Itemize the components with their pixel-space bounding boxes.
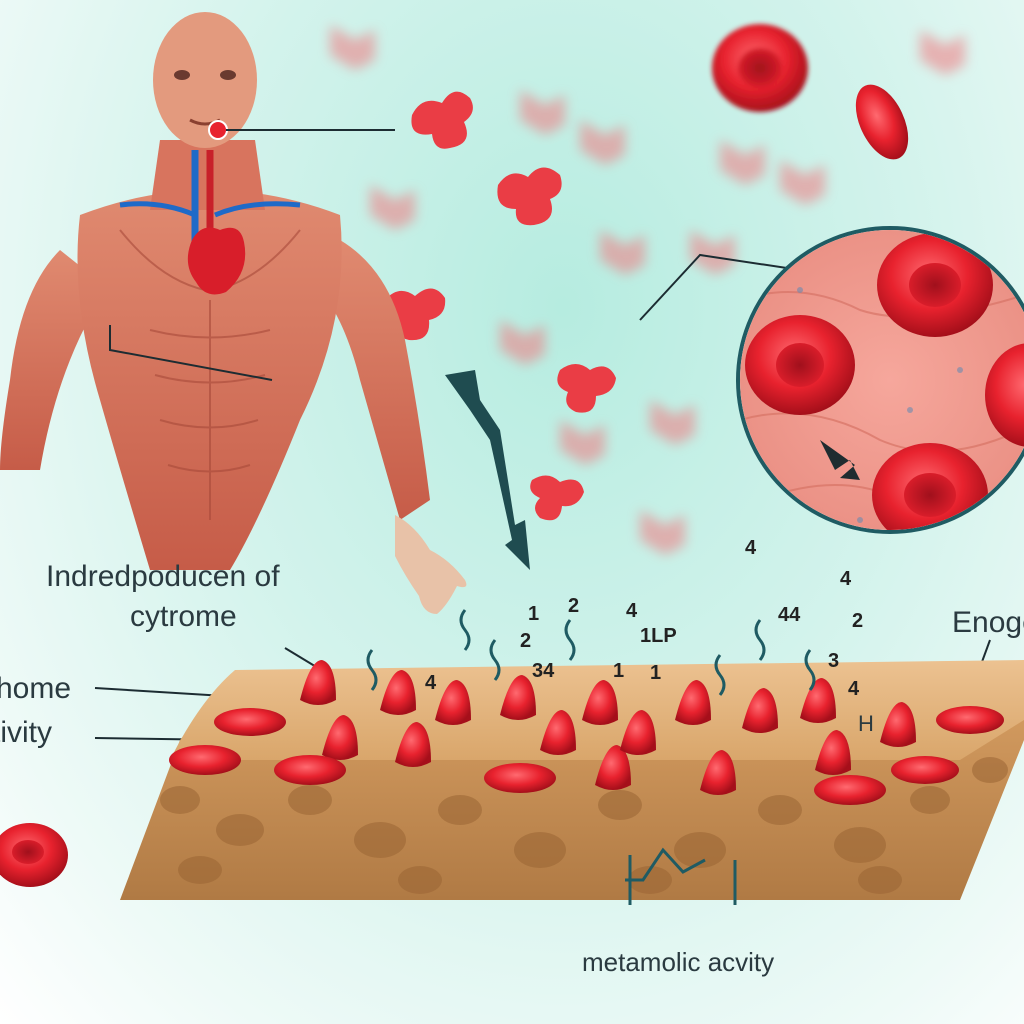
downward-arrow — [445, 370, 530, 570]
number-label: 1 — [650, 662, 662, 684]
number-label: 4 — [848, 678, 860, 700]
surface-discs — [169, 706, 1004, 805]
number-label: 2 — [520, 630, 532, 652]
floating-rbc-side — [855, 84, 909, 160]
floating-rbc-large — [712, 24, 808, 112]
human-anatomy-figure — [0, 12, 467, 614]
label-small-h: H — [858, 711, 874, 736]
label-left-mid-line2: tivity — [0, 716, 52, 749]
tissue-block — [120, 609, 1024, 905]
number-label: 4 — [840, 568, 852, 590]
number-label: 44 — [778, 604, 801, 626]
surface-cells — [300, 660, 916, 795]
floating-rbc-bottom — [0, 823, 68, 887]
background-cells — [330, 25, 965, 555]
zoom-magnifier — [736, 226, 1024, 534]
number-label: 3 — [828, 650, 840, 672]
number-label: 1 — [613, 660, 625, 682]
signal-squiggles — [366, 609, 816, 905]
label-left-top-line1: Indredpoducen of — [46, 560, 280, 593]
number-label: 4 — [425, 672, 437, 694]
annotation-lines — [94, 129, 991, 741]
number-label: 34 — [532, 660, 555, 682]
label-right-top: Enoge — [952, 606, 1024, 639]
label-left-top-line2: cytrome — [130, 600, 237, 633]
number-label: 2 — [568, 595, 580, 617]
number-label: 4 — [626, 600, 638, 622]
number-label: 4 — [745, 537, 757, 559]
platelet-clusters — [383, 91, 616, 521]
number-label: 1 — [528, 603, 540, 625]
label-left-mid-line1: rhome — [0, 672, 72, 705]
label-bottom: metamolic acvity — [582, 947, 775, 977]
number-label: 1LP — [640, 625, 677, 647]
number-label: 2 — [852, 610, 864, 632]
